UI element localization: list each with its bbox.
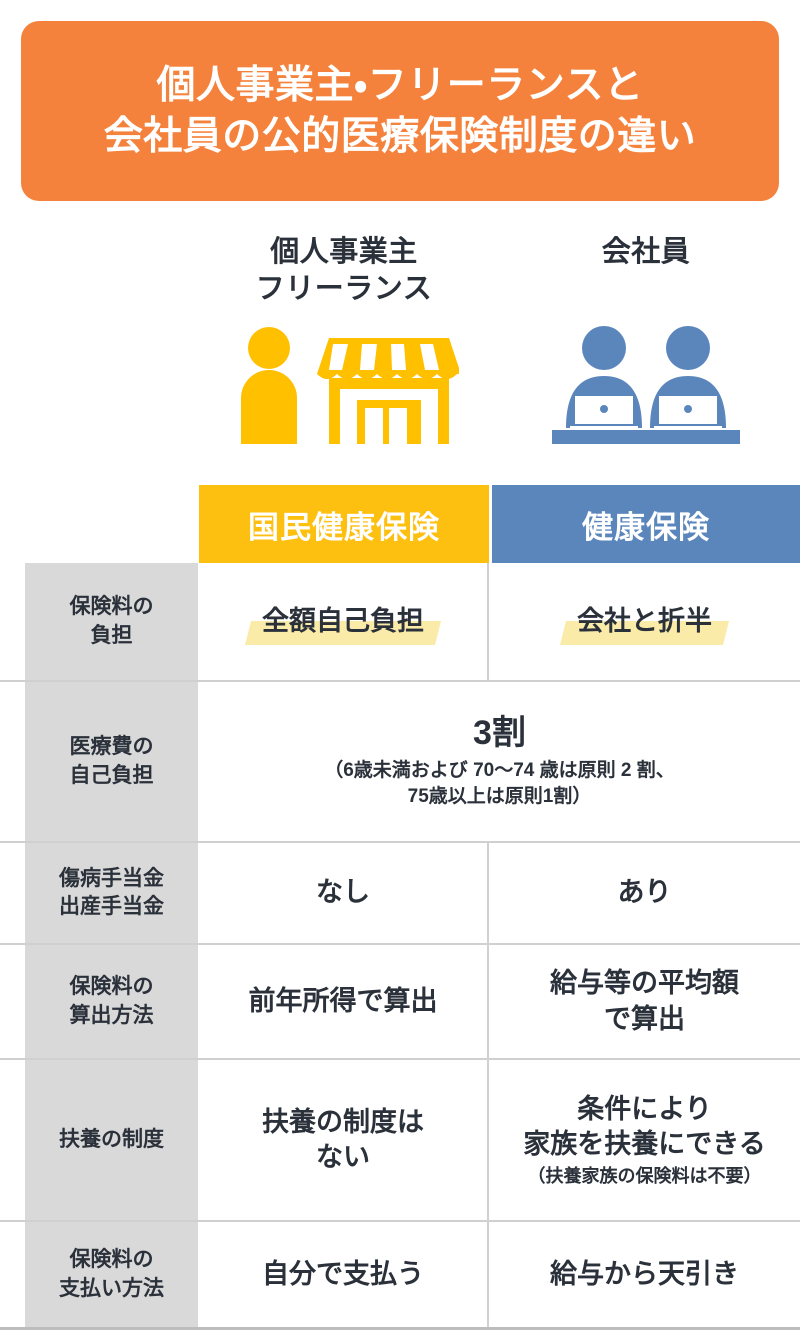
cell-value-line-1: 扶養の制度は bbox=[262, 1106, 424, 1137]
cell-kokumin-shiharai: 自分で支払う bbox=[199, 1222, 489, 1327]
title-line-1: 個人事業主・フリーランスと bbox=[156, 63, 644, 107]
row-label-line-1: 傷病手当金 bbox=[59, 866, 164, 890]
highlight-wrap: 会社と折半 bbox=[560, 604, 729, 646]
row-label-line-2: 自己負担 bbox=[69, 763, 154, 787]
table-row: 傷病手当金 出産手当金 なし あり bbox=[0, 843, 800, 945]
cell-value-line-2: 家族を扶養にできる bbox=[523, 1128, 766, 1159]
cell-kokumin-teate: なし bbox=[199, 843, 489, 943]
cell-kenko-hokenryo-futan: 会社と折半 bbox=[489, 563, 800, 680]
row-label-hokenryo-shiharai-hoho: 保険料の 支払い方法 bbox=[25, 1222, 198, 1327]
cell-value-ratio: 3割 bbox=[473, 713, 526, 752]
cell-value-line-1: 条件により bbox=[577, 1093, 712, 1124]
table-row: 保険料の 負担 全額自己負担 会社と折半 bbox=[0, 563, 800, 682]
row-label-line-2: 算出方法 bbox=[69, 1003, 154, 1027]
highlight-wrap: 全額自己負担 bbox=[245, 604, 441, 646]
cell-value: あり bbox=[617, 877, 672, 908]
row-label-line-1: 保険料の bbox=[69, 595, 154, 619]
cell-note: （扶養家族の保険料は不要） bbox=[527, 1165, 762, 1186]
column-header-kenko-hoken: 健康保険 bbox=[492, 485, 800, 563]
row-label-fuyo-no-seido: 扶養の制度 bbox=[25, 1060, 198, 1220]
persona-freelance-label-line-2: フリーランス bbox=[255, 273, 433, 306]
row-label-line-1: 保険料の bbox=[69, 975, 154, 999]
row-label-shobyo-shussan-teate: 傷病手当金 出産手当金 bbox=[25, 843, 198, 943]
cell-kenko-teate: あり bbox=[489, 843, 800, 943]
column-header-kokumin-label: 国民健康保険 bbox=[248, 509, 440, 545]
cell-value: 自分で支払う bbox=[262, 1258, 424, 1289]
row-label-line-1: 医療費の bbox=[69, 735, 154, 759]
row-cells: 扶養の制度は ない 条件により 家族を扶養にできる （扶養家族の保険料は不要） bbox=[199, 1060, 800, 1220]
row-label-line-1: 扶養の制度 bbox=[59, 1127, 164, 1151]
column-header-kenko-label: 健康保険 bbox=[582, 509, 710, 545]
persona-header-row: 個人事業主 フリーランス bbox=[0, 234, 800, 474]
table-row: 保険料の 支払い方法 自分で支払う 給与から天引き bbox=[0, 1222, 800, 1330]
row-cells: 前年所得で算出 給与等の平均額 で算出 bbox=[199, 945, 800, 1058]
cell-kenko-sanshutsu: 給与等の平均額 で算出 bbox=[489, 945, 800, 1058]
persona-employee: 会社員 bbox=[492, 234, 800, 445]
column-header-kokumin-kenko-hoken: 国民健康保険 bbox=[199, 485, 489, 563]
row-label-hokenryo-no-futan: 保険料の 負担 bbox=[25, 563, 198, 680]
comparison-table: 国民健康保険 健康保険 保険料の 負担 全額自己負担 会社と折半 bbox=[0, 485, 800, 1330]
row-cells: なし あり bbox=[199, 843, 800, 943]
row-label-iryohi-no-jiko-futan: 医療費の 自己負担 bbox=[25, 682, 198, 841]
row-label-line-2: 出産手当金 bbox=[59, 895, 164, 918]
cell-value: なし bbox=[316, 877, 370, 908]
row-label-line-1: 保険料の bbox=[69, 1248, 154, 1272]
row-cells: 3割 （6歳未満および 70〜74 歳は原則 2 割、 75歳以上は原則1割） bbox=[199, 682, 800, 841]
row-cells: 自分で支払う 給与から天引き bbox=[199, 1222, 800, 1327]
cell-kenko-shiharai: 給与から天引き bbox=[489, 1222, 800, 1327]
persona-freelance: 個人事業主 フリーランス bbox=[199, 234, 489, 445]
cell-kokumin-hokenryo-futan: 全額自己負担 bbox=[199, 563, 489, 680]
cell-note-line-2: 75歳以上は原則1割） bbox=[407, 785, 592, 807]
persona-freelance-label-line-1: 個人事業主 bbox=[270, 236, 418, 268]
cell-value: 給与から天引き bbox=[550, 1258, 739, 1289]
cell-kenko-fuyo: 条件により 家族を扶養にできる （扶養家族の保険料は不要） bbox=[489, 1060, 800, 1220]
row-cells: 全額自己負担 会社と折半 bbox=[199, 563, 800, 680]
cell-value: 前年所得で算出 bbox=[248, 985, 438, 1016]
cell-iryohi-jiko-futan-merged: 3割 （6歳未満および 70〜74 歳は原則 2 割、 75歳以上は原則1割） bbox=[199, 682, 800, 841]
persona-employee-label-line-2 bbox=[492, 271, 800, 308]
row-label-line-2: 支払い方法 bbox=[59, 1276, 164, 1300]
persona-employee-label-line-1: 会社員 bbox=[601, 236, 691, 268]
title-line-2: 会社員の公的医療保険制度の違い bbox=[103, 115, 697, 158]
two-office-workers-icon bbox=[492, 324, 800, 445]
row-label-line-2: 負担 bbox=[90, 623, 133, 647]
table-row: 医療費の 自己負担 3割 （6歳未満および 70〜74 歳は原則 2 割、 75… bbox=[0, 682, 800, 843]
cell-value: 全額自己負担 bbox=[262, 605, 424, 636]
cell-value-line-2: ない bbox=[316, 1142, 370, 1172]
table-row: 保険料の 算出方法 前年所得で算出 給与等の平均額 で算出 bbox=[0, 945, 800, 1060]
row-label-hokenryo-sanshutsu-hoho: 保険料の 算出方法 bbox=[25, 945, 198, 1058]
title-banner: 個人事業主・フリーランスと 会社員の公的医療保険制度の違い bbox=[21, 21, 779, 201]
cell-kokumin-fuyo: 扶養の制度は ない bbox=[199, 1060, 489, 1220]
person-and-shop-icon bbox=[199, 324, 489, 445]
cell-note-line-1: （6歳未満および 70〜74 歳は原則 2 割、 bbox=[324, 759, 675, 781]
table-row: 扶養の制度 扶養の制度は ない 条件により 家族を扶養にできる （扶養家族の保険… bbox=[0, 1060, 800, 1222]
table-column-header-row: 国民健康保険 健康保険 bbox=[0, 485, 800, 563]
cell-kokumin-sanshutsu: 前年所得で算出 bbox=[199, 945, 489, 1058]
cell-value: 会社と折半 bbox=[577, 605, 712, 636]
cell-value-line-2: で算出 bbox=[604, 1003, 685, 1034]
cell-value-line-1: 給与等の平均額 bbox=[550, 968, 739, 999]
